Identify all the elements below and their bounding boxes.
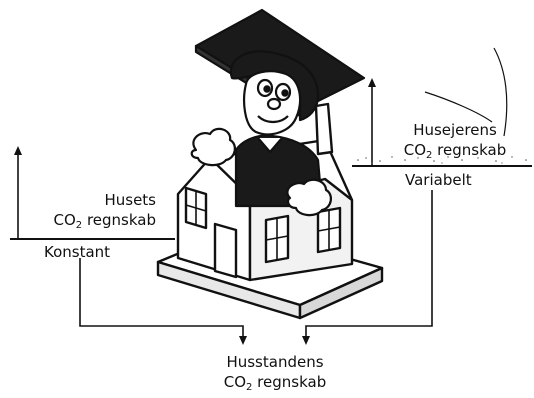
- house-up-arrow: [14, 146, 22, 239]
- household-label-co2: CO2 regnskab: [223, 373, 327, 393]
- house-to-household-connector: [79, 258, 247, 345]
- house-illustration: [156, 102, 384, 320]
- house-label: Husets CO2 regnskab: [32, 190, 156, 231]
- owner-curve-strokes: [424, 47, 508, 137]
- homeowner-figure: [190, 8, 366, 217]
- owner-label-co2: CO2 regnskab: [403, 141, 507, 161]
- owner-label-line1: Husejerens: [413, 121, 497, 139]
- owner-to-household-connector: [302, 190, 433, 345]
- house-label-line1: Husets: [104, 191, 156, 209]
- ground-texture: [357, 156, 527, 164]
- house-label-co2: CO2 regnskab: [53, 211, 156, 231]
- house-status-label: Konstant: [44, 243, 111, 261]
- owner-up-arrow: [368, 78, 376, 166]
- owner-status-label: Variabelt: [405, 171, 472, 189]
- household-label-line1: Husstandens: [226, 353, 324, 371]
- household-label: Husstandens CO2 regnskab: [200, 352, 350, 393]
- owner-label: Husejerens CO2 regnskab: [380, 120, 530, 161]
